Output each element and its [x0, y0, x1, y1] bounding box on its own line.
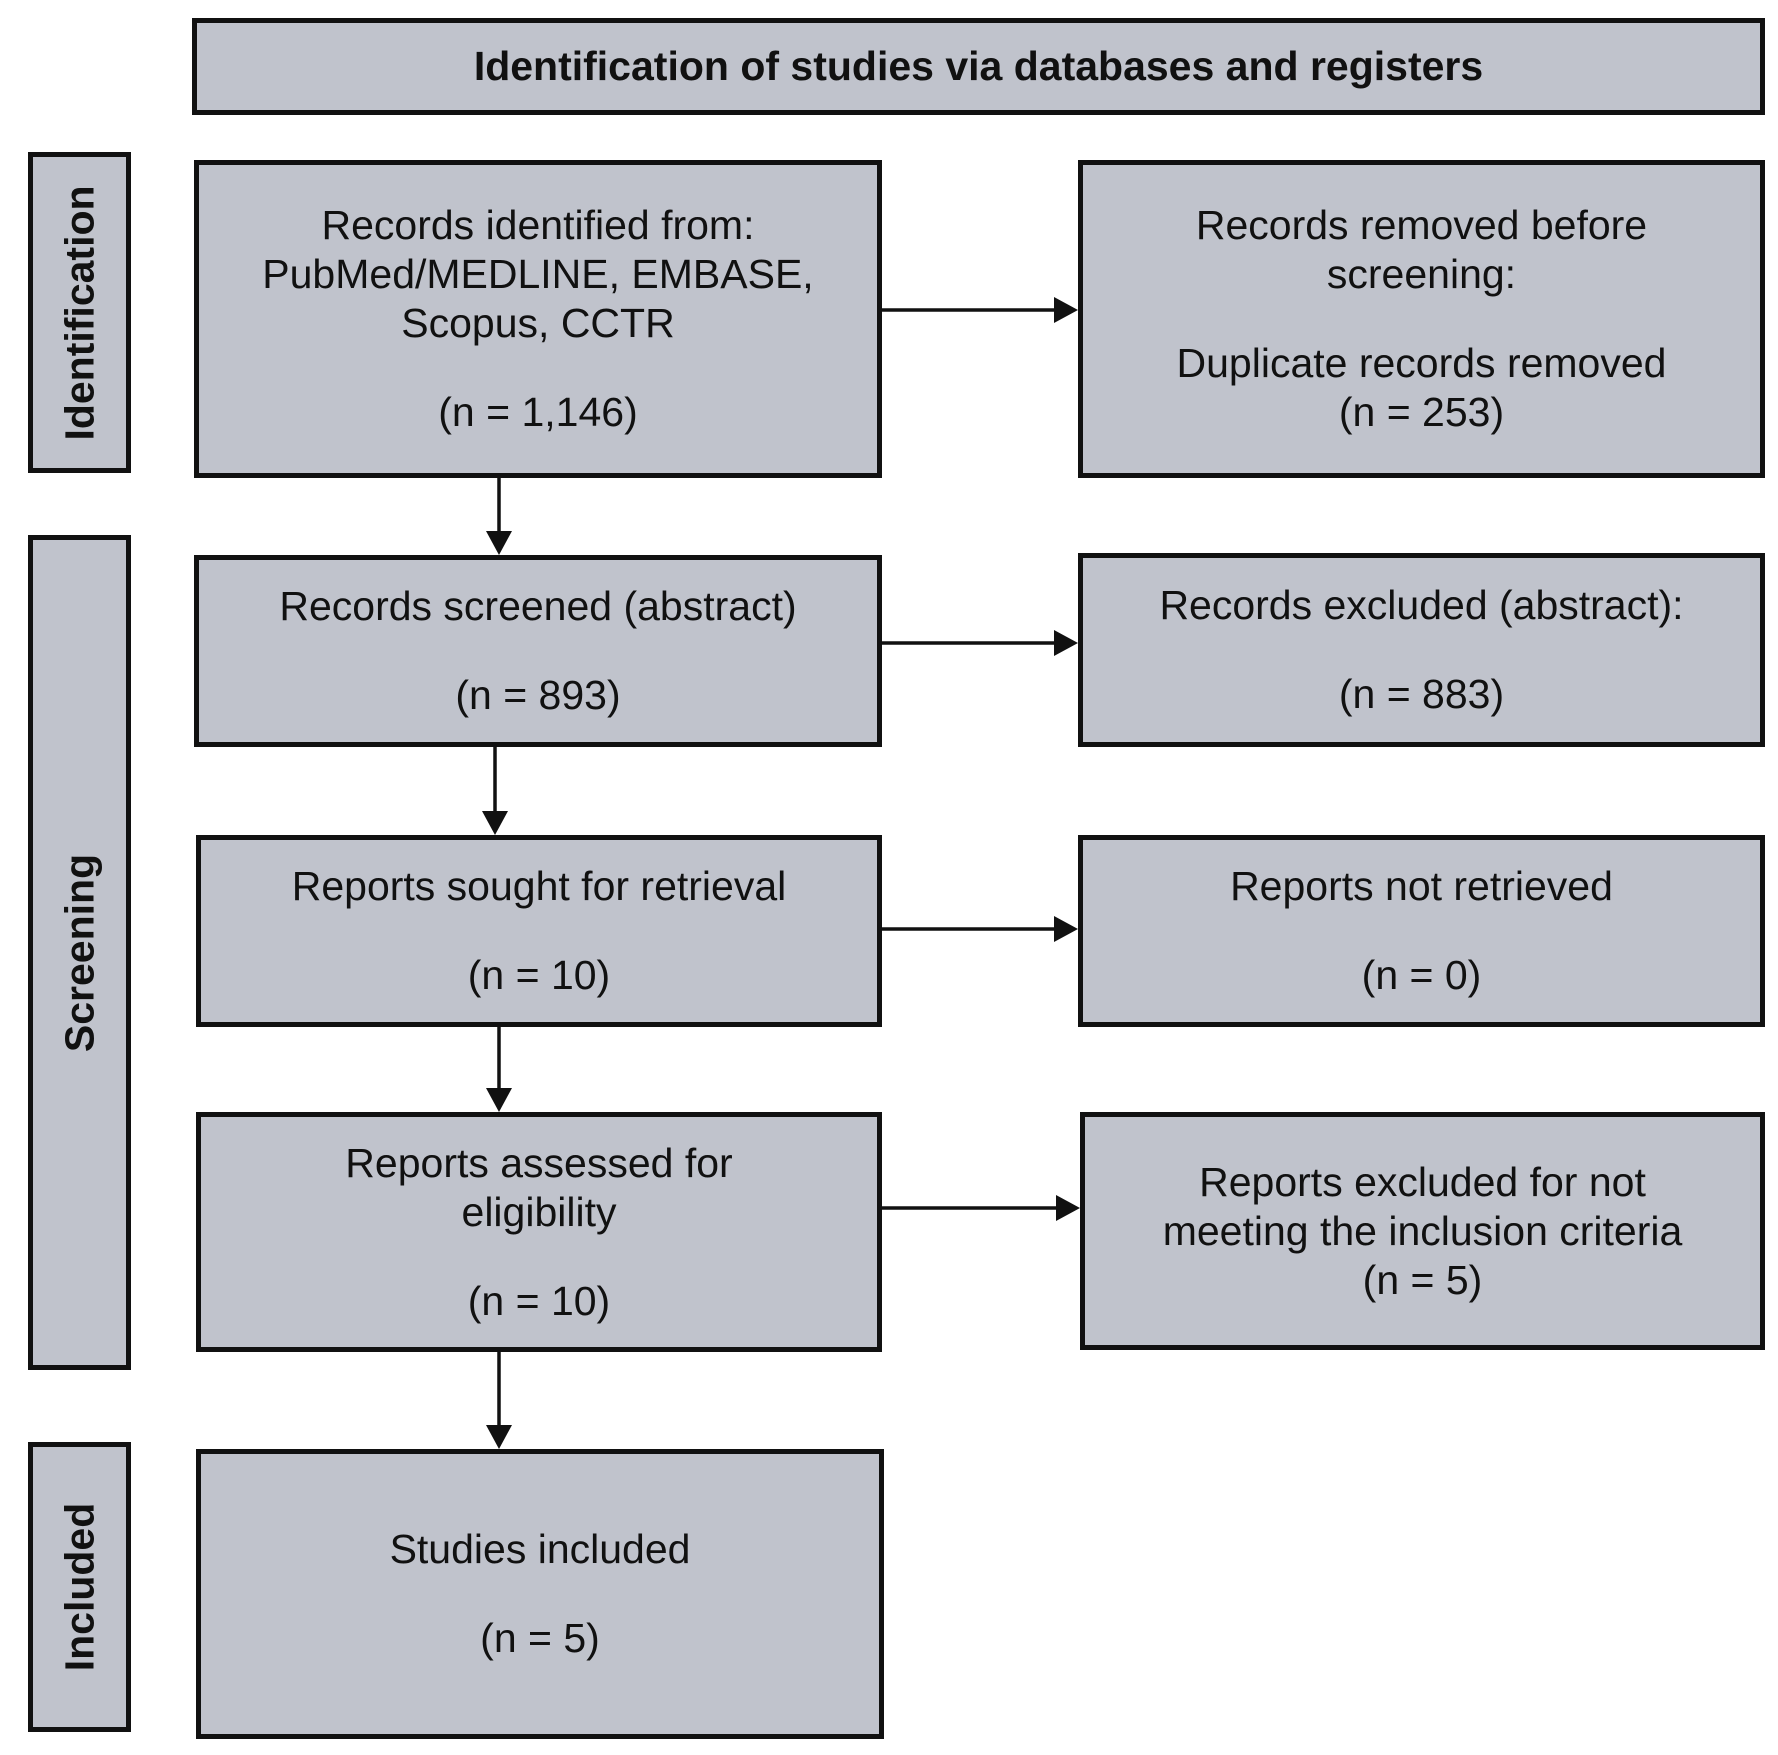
reports-assessed-box: Reports assessed for eligibility (n = 10…	[196, 1112, 882, 1352]
reports-excluded-line-2: meeting the inclusion criteria	[1162, 1207, 1683, 1254]
reports-sought-box: Reports sought for retrieval (n = 10)	[196, 835, 882, 1027]
arrow-sought-to-assessed	[486, 1027, 512, 1112]
reports-not-retrieved-count: (n = 0)	[1361, 952, 1482, 998]
records-identified-count: (n = 1,146)	[438, 389, 638, 435]
reports-assessed-line-2: eligibility	[461, 1188, 617, 1235]
records-removed-count: (n = 253)	[1338, 389, 1505, 435]
reports-not-retrieved-box: Reports not retrieved (n = 0)	[1078, 835, 1765, 1027]
header-title: Identification of studies via databases …	[473, 43, 1484, 89]
studies-included-count: (n = 5)	[480, 1615, 600, 1661]
phase-identification: Identification	[28, 152, 131, 473]
records-excluded-label: Records excluded (abstract):	[1159, 582, 1684, 628]
phase-included: Included	[28, 1442, 131, 1732]
studies-included-box: Studies included (n = 5)	[196, 1449, 884, 1739]
reports-sought-label: Reports sought for retrieval	[291, 863, 787, 909]
records-screened-box: Records screened (abstract) (n = 893)	[194, 555, 882, 747]
records-removed-line-1: Records removed before	[1195, 202, 1648, 248]
arrow-assessed-to-included	[486, 1352, 512, 1449]
studies-included-label: Studies included	[389, 1526, 691, 1572]
reports-assessed-line-1: Reports assessed for	[345, 1139, 733, 1186]
reports-excluded-line-1: Reports excluded for not	[1199, 1158, 1646, 1205]
reports-not-retrieved-label: Reports not retrieved	[1230, 863, 1613, 909]
records-identified-line-1: Records identified from:	[321, 202, 755, 248]
reports-sought-count: (n = 10)	[467, 952, 611, 998]
reports-excluded-count: (n = 5)	[1362, 1256, 1483, 1303]
records-removed-box: Records removed before screening: Duplic…	[1078, 160, 1765, 478]
records-excluded-count: (n = 883)	[1338, 671, 1505, 717]
arrow-screened-to-excluded	[882, 630, 1078, 656]
arrow-screened-to-sought	[482, 747, 508, 835]
records-screened-label: Records screened (abstract)	[279, 583, 797, 629]
arrow-identified-to-removed	[882, 297, 1078, 323]
records-removed-detail: Duplicate records removed	[1176, 340, 1667, 386]
reports-excluded-box: Reports excluded for not meeting the inc…	[1080, 1112, 1765, 1350]
reports-assessed-count: (n = 10)	[467, 1277, 611, 1324]
records-identified-line-2: PubMed/MEDLINE, EMBASE,	[262, 251, 814, 297]
diagram-header: Identification of studies via databases …	[192, 18, 1765, 115]
arrow-identified-to-screened	[486, 478, 512, 555]
records-excluded-box: Records excluded (abstract): (n = 883)	[1078, 553, 1765, 747]
records-identified-line-3: Scopus, CCTR	[401, 300, 675, 346]
records-identified-box: Records identified from: PubMed/MEDLINE,…	[194, 160, 882, 478]
phase-screening: Screening	[28, 535, 131, 1370]
arrow-assessed-to-excluded	[882, 1195, 1080, 1221]
records-screened-count: (n = 893)	[455, 672, 621, 718]
records-removed-line-2: screening:	[1326, 251, 1517, 297]
arrow-sought-to-not-retrieved	[882, 916, 1078, 942]
